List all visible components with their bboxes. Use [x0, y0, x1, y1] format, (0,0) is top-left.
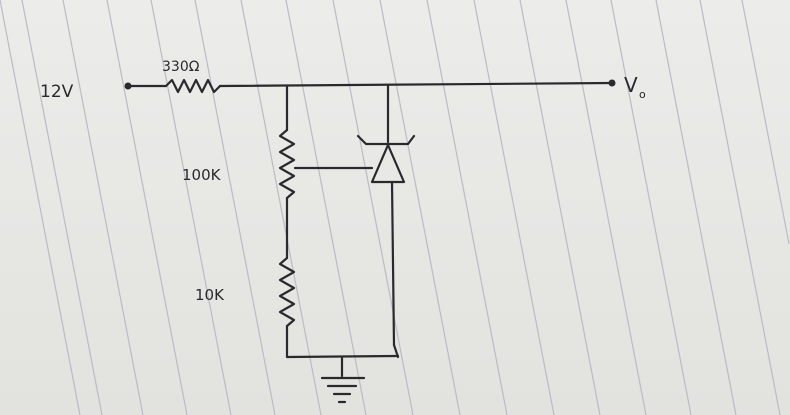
ruled-line	[610, 0, 692, 415]
ruled-line	[473, 0, 555, 415]
resistor-100k-symbol	[278, 128, 296, 200]
series-resistor-label: 330Ω	[162, 59, 200, 75]
output-label: V	[624, 73, 638, 97]
ruled-line	[655, 0, 737, 415]
ruled-line	[285, 0, 367, 415]
ruled-line	[106, 0, 188, 415]
ruled-line	[21, 0, 103, 415]
regulator-bottom-wire	[390, 180, 396, 347]
ruled-line	[565, 0, 647, 415]
upper-resistor-label: 100K	[182, 166, 222, 184]
output-subscript: o	[639, 88, 646, 101]
ruled-line	[519, 0, 601, 415]
lower-resistor-label: 10K	[195, 286, 225, 304]
regulator-triangle	[370, 143, 406, 184]
resistor-330-symbol	[164, 78, 222, 94]
output-terminal	[608, 79, 616, 87]
top-rail	[218, 81, 614, 88]
ruled-line	[699, 0, 781, 415]
ruled-line	[379, 0, 461, 415]
supply-label: 12V	[40, 82, 74, 102]
regulator-cathode-bar	[356, 134, 416, 146]
ruled-line	[150, 0, 232, 415]
ruled-line	[194, 0, 276, 415]
ruled-line	[240, 0, 322, 415]
ruled-line	[426, 0, 508, 415]
ruled-line	[0, 0, 81, 415]
resistor-10k-symbol	[278, 256, 296, 328]
ruled-line	[332, 0, 414, 415]
ruled-line	[741, 0, 790, 244]
ruled-line	[62, 0, 144, 415]
